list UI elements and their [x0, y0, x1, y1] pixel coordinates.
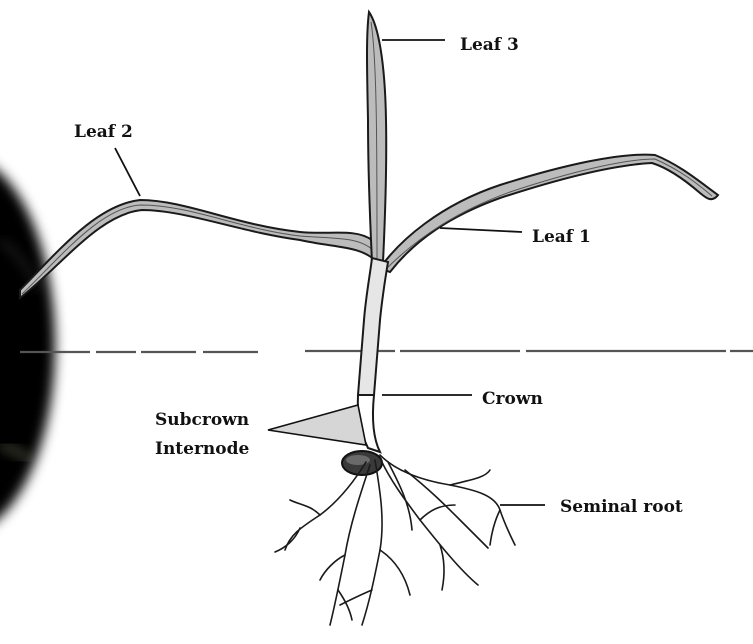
label-leaf-2: Leaf 2 [74, 122, 133, 142]
label-subcrown-line1: Subcrown [155, 410, 249, 430]
stem [358, 258, 388, 395]
label-leaf-3: Leaf 3 [460, 35, 519, 55]
leaf-1-blade [380, 155, 718, 272]
label-subcrown-line2: Internode [155, 439, 250, 459]
leaf-2-blade [20, 200, 377, 298]
label-crown: Crown [482, 389, 543, 409]
label-seminal-root: Seminal root [560, 497, 683, 517]
label-leaf-1: Leaf 1 [532, 227, 591, 247]
subcrown-pointer [268, 405, 366, 445]
dark-lens-object [0, 155, 55, 535]
soil-line [20, 351, 753, 352]
seed-highlight [346, 455, 370, 465]
seminal-roots [275, 455, 515, 625]
